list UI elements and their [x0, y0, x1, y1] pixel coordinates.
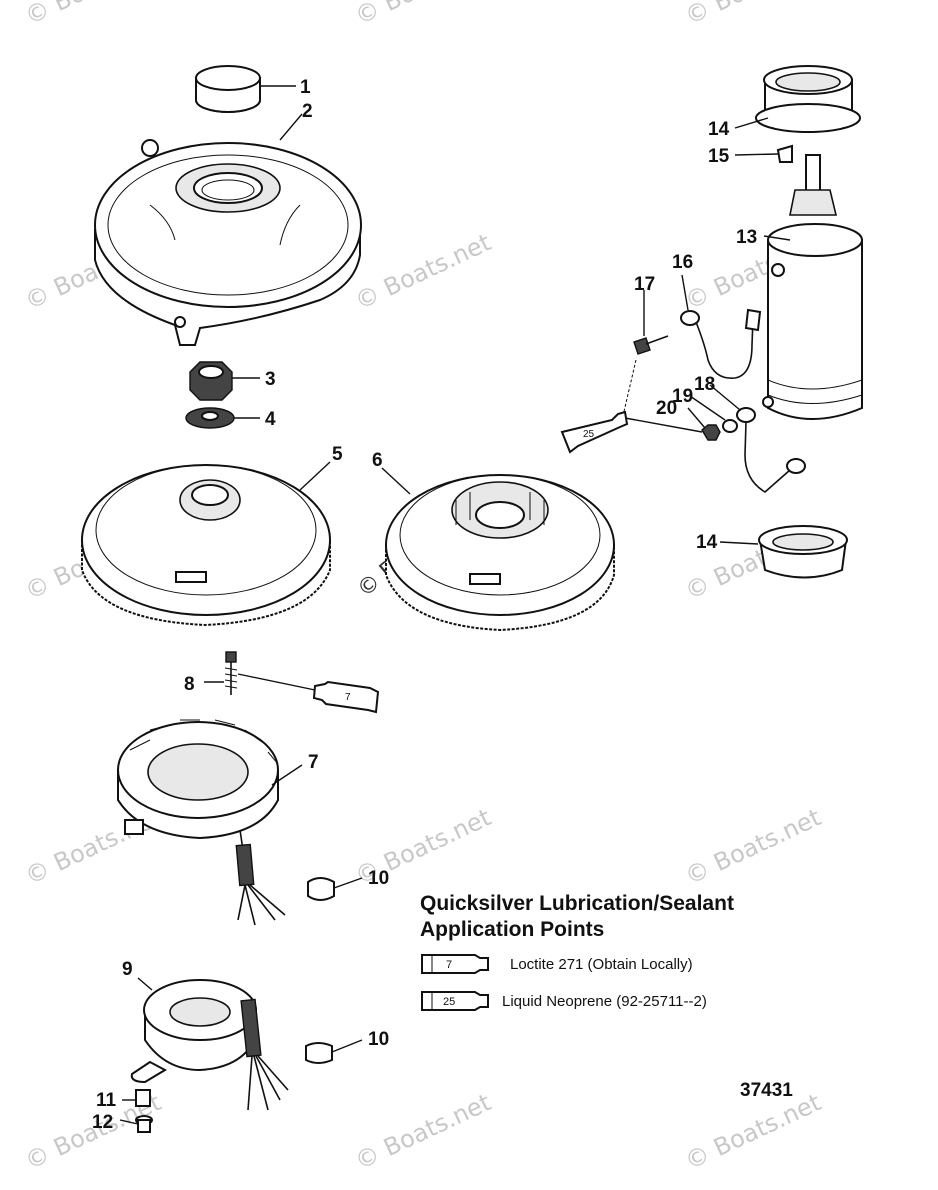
part-clip	[305, 1042, 333, 1064]
legend-item-text: Loctite 271 (Obtain Locally)	[510, 956, 693, 973]
part-cable-upper	[680, 308, 762, 379]
callout-labels: 1 2 3 4 5 6 7 8 9 10 10 11 12 13 14 14 1…	[92, 77, 757, 1133]
callout-6: 6	[372, 450, 383, 471]
tube-neoprene: 25	[560, 410, 629, 454]
part-bolt	[633, 335, 669, 355]
callout-10: 10	[368, 1029, 389, 1050]
legend-item-neoprene: 25 Liquid Neoprene (92-25711--2)	[421, 991, 707, 1011]
callout-12: 12	[92, 1112, 113, 1133]
callout-19: 19	[672, 386, 693, 407]
part-bushing-top	[755, 65, 861, 133]
part-starter-motor	[762, 154, 863, 420]
callout-15: 15	[708, 146, 730, 167]
callout-2: 2	[302, 101, 313, 122]
part-flywheel-right	[385, 474, 615, 632]
legend-title-line2: Application Points	[420, 918, 604, 941]
watermark: © Boats.net	[351, 228, 496, 315]
part-lockwasher	[722, 419, 738, 433]
leader-line	[621, 359, 637, 421]
part-screw	[224, 651, 238, 695]
legend: Quicksilver Lubrication/Sealant Applicat…	[420, 892, 734, 1011]
leader-line	[237, 673, 316, 691]
callout-9: 9	[122, 959, 133, 980]
part-hex-nut	[701, 424, 721, 441]
part-flywheel-left	[81, 464, 331, 627]
callout-3: 3	[265, 369, 276, 390]
callout-14: 14	[696, 532, 718, 553]
watermark: © Boats.net	[351, 1088, 496, 1175]
watermark: © Boats.net	[21, 0, 166, 30]
legend-item-loctite: 7 Loctite 271 (Obtain Locally)	[421, 954, 693, 974]
part-trigger	[130, 979, 289, 1111]
callout-5: 5	[332, 444, 343, 465]
watermark: © Boats.net	[681, 0, 826, 30]
part-stator	[117, 719, 286, 926]
watermark: © Boats.net	[351, 0, 496, 30]
tube-number: 25	[583, 429, 595, 440]
callout-14: 14	[708, 119, 730, 140]
callout-11: 11	[96, 1090, 117, 1111]
part-washer-small	[135, 1115, 153, 1133]
legend-title-line1: Quicksilver Lubrication/Sealant	[420, 892, 734, 915]
legend-tube-number: 7	[446, 959, 452, 971]
part-nut	[189, 361, 233, 401]
tube-loctite: 7	[312, 680, 380, 714]
part-cap	[195, 65, 261, 113]
legend-tube-number: 25	[443, 996, 455, 1008]
watermark: © Boats.net	[681, 1088, 826, 1175]
part-retainer	[776, 144, 793, 163]
part-bushing-bottom	[758, 525, 848, 579]
part-screw-small	[135, 1089, 151, 1107]
callout-7: 7	[308, 752, 319, 773]
leader-line	[624, 417, 703, 433]
callout-10: 10	[368, 868, 389, 889]
part-washer	[185, 407, 235, 429]
callout-20: 20	[656, 398, 677, 419]
part-flywheel-cover	[94, 139, 362, 346]
leader-lines	[119, 85, 791, 1125]
callout-17: 17	[634, 274, 655, 295]
diagram-number: 37431	[740, 1080, 793, 1101]
callout-4: 4	[265, 409, 276, 430]
part-clip	[307, 877, 335, 901]
callout-18: 18	[694, 374, 715, 395]
callout-1: 1	[300, 77, 311, 98]
callout-16: 16	[672, 252, 693, 273]
part-cable-lower	[736, 407, 806, 493]
legend-item-text: Liquid Neoprene (92-25711--2)	[502, 993, 707, 1010]
callout-13: 13	[736, 227, 757, 248]
callout-8: 8	[184, 674, 195, 695]
tube-number: 7	[345, 692, 351, 703]
watermark: © Boats.net	[681, 803, 826, 890]
